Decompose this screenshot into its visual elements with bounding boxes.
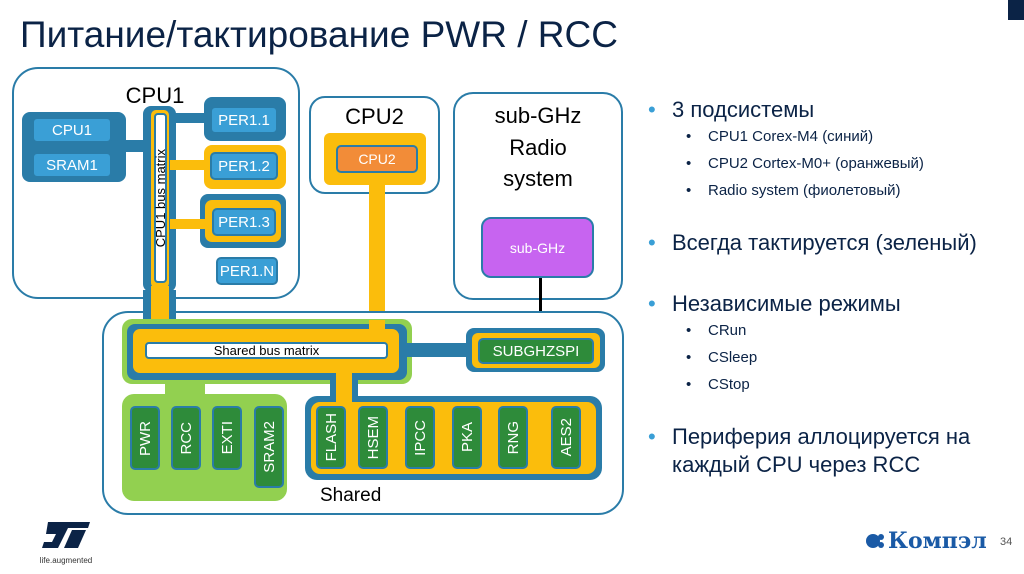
bullet-1-sub-3: Radio system (фиолетовый): [648, 177, 1008, 204]
page-number: 34: [1000, 536, 1013, 548]
flash-block: FLASH: [316, 406, 346, 469]
aes2-label: AES2: [557, 418, 575, 457]
per1-2-block: PER1.2: [210, 152, 278, 180]
cpu1-link: [120, 140, 150, 152]
per1-1-link: [170, 113, 210, 123]
rcc-block: RCC: [171, 406, 201, 470]
bullet-3-sub-1: CRun: [648, 317, 1008, 344]
per1-3-link: [170, 219, 210, 229]
cpu2-bus-link: [369, 185, 385, 325]
cpu2-block: CPU2: [336, 145, 418, 173]
st-tagline: life.augmented: [39, 556, 93, 565]
bus-to-periph-yellow-2: [336, 392, 352, 406]
cpu1-group-label: CPU1: [125, 83, 185, 108]
hsem-block: HSEM: [358, 406, 388, 469]
pka-label: PKA: [458, 422, 476, 453]
pka-block: PKA: [452, 406, 482, 469]
sram2-label: SRAM2: [260, 421, 278, 473]
bullet-3-sub-3: CStop: [648, 371, 1008, 398]
bus-to-spi-link: [405, 343, 473, 357]
bullet-1-sub-2: CPU2 Cortex-M0+ (оранжевый): [648, 150, 1008, 177]
rcc-label: RCC: [177, 421, 195, 455]
ipcc-label: IPCC: [411, 419, 429, 456]
cpu2-to-shared-yellow: [369, 320, 385, 334]
cpu1-block: CPU1: [32, 117, 112, 143]
compel-logo-text: Компэл: [888, 528, 987, 554]
bullet-list: 3 подсистемы CPU1 Corex-M4 (синий) CPU2 …: [648, 96, 1008, 479]
exti-label: EXTI: [218, 421, 236, 455]
radio-group-label-3: system: [503, 166, 573, 191]
per1-2-link: [170, 160, 210, 170]
cpu1-bus-label: CPU1 bus matrix: [153, 148, 168, 248]
per1-3-block: PER1.3: [212, 208, 276, 236]
per1-1-block: PER1.1: [210, 106, 278, 134]
subghzspi-block: SUBGHZSPI: [478, 338, 594, 364]
flash-label: FLASH: [322, 413, 340, 462]
corner-accent: [1008, 0, 1024, 20]
cpu1-to-shared-yellow: [151, 286, 169, 326]
shared-bus-matrix: Shared bus matrix: [145, 342, 388, 359]
bullet-2: Всегда тактируется (зеленый): [648, 229, 1008, 256]
radio-group-label-1: sub-GHz: [494, 103, 582, 128]
aes2-block: AES2: [551, 406, 581, 469]
sram2-block: SRAM2: [254, 406, 284, 488]
cpu2-block-label: CPU2: [358, 151, 396, 167]
cpu2-group-label: CPU2: [345, 104, 404, 129]
st-logo-icon: [42, 522, 90, 548]
bullet-3: Независимые режимы: [648, 290, 1008, 317]
subghz-block-label: sub-GHz: [509, 239, 566, 256]
shared-group-label: Shared: [320, 485, 382, 506]
pwr-label: PWR: [136, 420, 154, 456]
compel-logo-icon: [865, 531, 885, 551]
bullet-3-sub-2: CSleep: [648, 344, 1008, 371]
always-on-link: [165, 380, 205, 396]
bullet-1-sub-1: CPU1 Corex-M4 (синий): [648, 123, 1008, 150]
per1-n-block: PER1.N: [216, 257, 278, 285]
exti-block: EXTI: [212, 406, 242, 470]
radio-group-label-2: Radio: [509, 135, 567, 160]
shared-bus-label: Shared bus matrix: [213, 343, 320, 358]
hsem-label: HSEM: [364, 415, 382, 460]
bullet-1: 3 подсистемы: [648, 96, 1008, 123]
subghz-spi-link: [539, 278, 542, 340]
subghz-block: sub-GHz: [481, 217, 594, 278]
st-logo: [38, 520, 96, 550]
ipcc-block: IPCC: [405, 406, 435, 469]
rng-label: RNG: [504, 420, 522, 455]
rng-block: RNG: [498, 406, 528, 469]
cpu1-bus-matrix: CPU1 bus matrix: [153, 113, 168, 283]
pwr-block: PWR: [130, 406, 160, 470]
sram1-block: SRAM1: [32, 152, 112, 178]
slide-title: Питание/тактирование PWR / RCC: [20, 14, 618, 55]
bullet-4: Периферия аллоцируется на каждый CPU чер…: [648, 423, 1002, 479]
